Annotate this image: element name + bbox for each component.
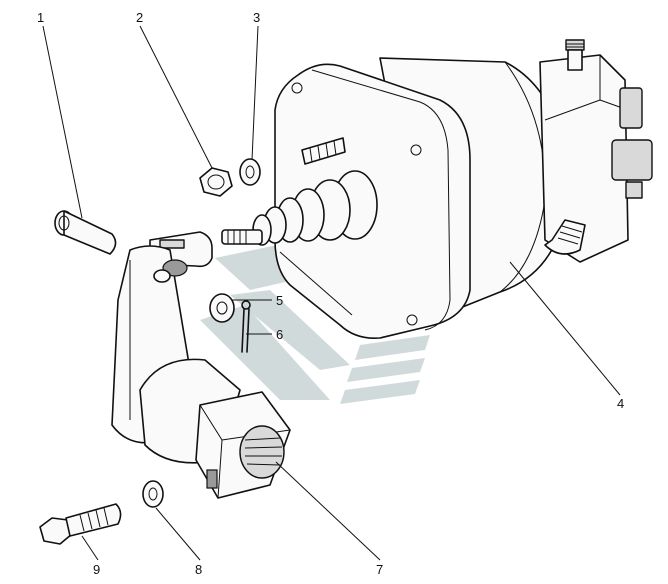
callout-7: 7 (376, 562, 383, 577)
bolt (39, 503, 122, 545)
pin (54, 210, 117, 255)
callout-1: 1 (37, 10, 44, 25)
plate-stud (301, 137, 346, 165)
nut (199, 167, 233, 197)
rubber-boot-pushrod (221, 170, 378, 246)
callout-4: 4 (617, 396, 624, 411)
lock-washer-top (239, 158, 261, 186)
callout-8: 8 (195, 562, 202, 577)
flat-washer (209, 293, 235, 323)
callout-labels: 1 2 3 4 5 6 7 8 9 (37, 10, 624, 577)
callout-9: 9 (93, 562, 100, 577)
hub-sleeve (139, 358, 291, 499)
leader-lines (42, 25, 621, 561)
lock-washer-bottom (142, 480, 164, 508)
callout-3: 3 (253, 10, 260, 25)
callout-6: 6 (276, 327, 283, 342)
cotter-pin (241, 300, 251, 353)
callout-5: 5 (276, 293, 283, 308)
callout-2: 2 (136, 10, 143, 25)
